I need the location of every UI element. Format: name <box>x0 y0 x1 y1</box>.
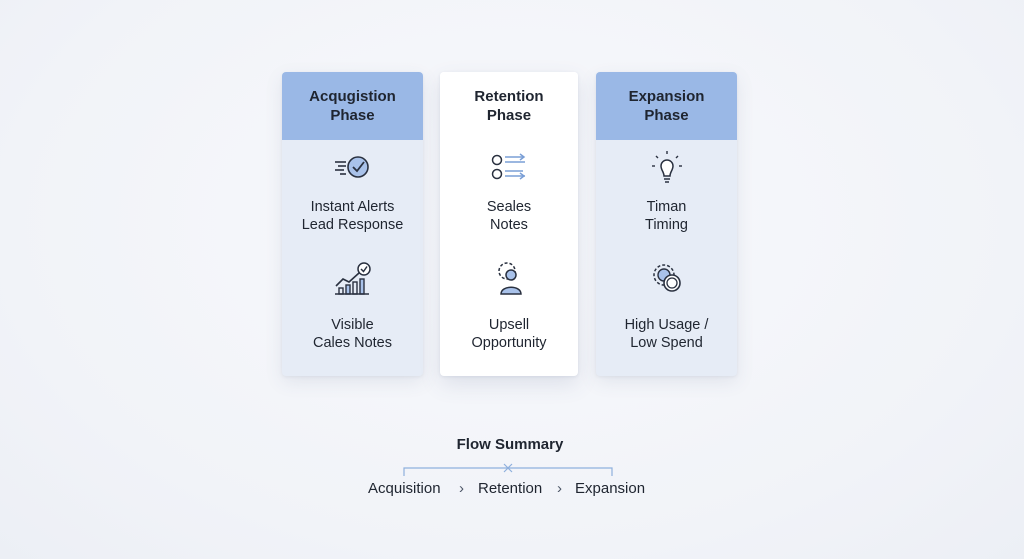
growth-chart-check-icon <box>334 262 371 295</box>
acquisition-phase-column: Acqugistion Phase Instant Alerts Lead Re… <box>282 72 423 376</box>
timan-timing-item: Timan Timing <box>596 150 737 234</box>
retention-phase-title: Retention Phase <box>440 72 578 140</box>
flow-summary: Flow Summary Acquisition › Retention › E… <box>360 436 660 506</box>
instant-alerts-label: Instant Alerts Lead Response <box>301 199 404 233</box>
flow-step-acquisition: Acquisition <box>368 480 441 497</box>
high-usage-item: High Usage / Low Spend <box>596 260 737 352</box>
list-arrows-icon <box>491 153 526 180</box>
person-gear-icon <box>498 262 522 295</box>
upsell-opportunity-item: Upsell Opportunity <box>440 260 578 352</box>
flow-summary-title: Flow Summary <box>456 436 564 453</box>
lightbulb-icon <box>651 151 682 183</box>
visible-notes-item: Visible Cales Notes <box>282 260 423 352</box>
visible-notes-label: Visible Cales Notes <box>313 317 392 351</box>
upsell-opportunity-label: Upsell Opportunity <box>471 317 547 351</box>
flow-separator-1: › <box>459 480 464 497</box>
instant-alerts-item: Instant Alerts Lead Response <box>282 150 423 234</box>
expansion-phase-column: Expansion Phase Timan Timing High Usage … <box>596 72 737 376</box>
flow-step-expansion: Expansion <box>575 480 646 497</box>
retention-phase-column: Retention Phase Seales Notes Upsell Oppo… <box>440 72 578 376</box>
high-usage-label: High Usage / Low Spend <box>624 317 709 351</box>
expansion-phase-title: Expansion Phase <box>596 72 737 140</box>
flow-step-retention: Retention <box>478 480 543 497</box>
speed-check-icon <box>334 156 369 178</box>
acquisition-phase-title: Acqugistion Phase <box>282 72 423 140</box>
seales-notes-label: Seales Notes <box>486 199 532 233</box>
seales-notes-item: Seales Notes <box>440 150 578 234</box>
flow-separator-2: › <box>557 480 562 497</box>
gear-coin-icon <box>652 264 681 292</box>
timan-timing-label: Timan Timing <box>645 199 688 233</box>
flow-steps: Acquisition › Retention › Expansion <box>360 480 660 500</box>
flow-bracket <box>403 463 613 476</box>
